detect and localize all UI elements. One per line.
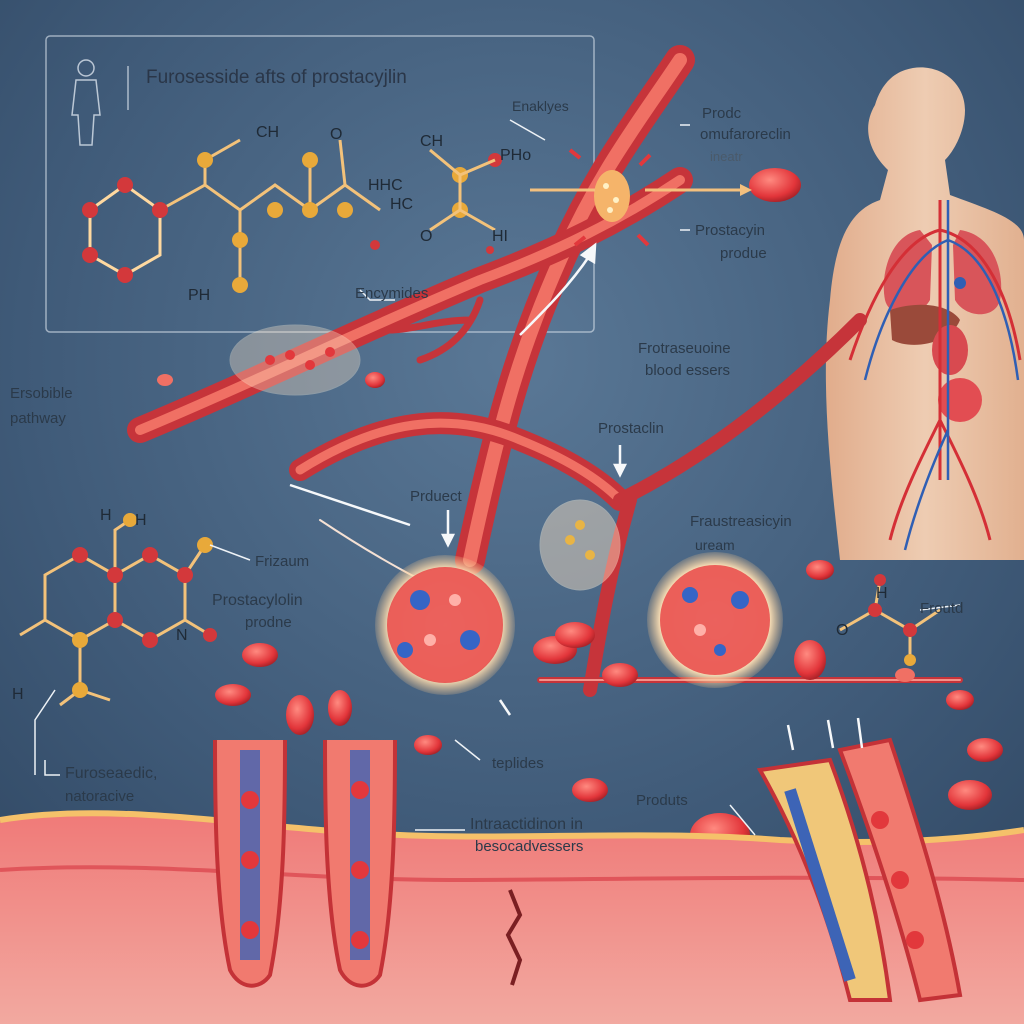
label-fraustreasicyin: Fraustreasicyin [690,513,792,530]
atom-label-o-mid: O [420,228,433,245]
diagram-title: Furosesside afts of prostacyjlin [146,67,407,88]
molecule-structure-mid [429,148,496,232]
annotation-lines [34,119,961,836]
label-uream: uream [695,537,735,553]
label-ineatr: ineatr [710,149,743,164]
label-prostaclin: Prostaclin [598,420,664,437]
enzyme-cluster [530,148,801,247]
atom-label-h2: H [135,512,147,529]
molecule-atoms-right [868,574,917,666]
atom-label-o: O [330,126,343,143]
label-frizaum: Frizaum [255,553,310,570]
atom-label-h-lower: H [12,686,24,703]
atom-label-hhc: HHC [368,177,403,194]
label-encymides: Encymides [355,285,429,302]
label-blood-essers: blood essers [645,362,731,379]
label-pathway: pathway [10,410,66,427]
capillary-tubes [213,737,963,1003]
atom-label-o-right: O [836,622,849,639]
label-prostacylolin: Prostacylolin [212,592,303,609]
atom-label-hc: HC [390,196,414,213]
atom-label-n: N [176,627,188,644]
atom-label-h-right: H [876,585,888,602]
label-enzymes-top: Enaklyes [512,98,569,114]
label-produc: Prodc [702,105,742,122]
label-prostacyin: Prostacyin [695,222,766,239]
atom-label-ph: PH [188,287,211,304]
cell-cluster-right [647,552,783,688]
label-froutd: Froutd [920,600,964,617]
atom-label-ch: CH [256,124,280,141]
label-frotraseuoine: Frotraseuoine [638,340,731,357]
label-prostacyin-produe: produe [720,245,767,262]
label-furoseaedic: Furoseaedic, [65,765,158,782]
label-interactidion: Intraactidinon in [470,816,583,833]
molecule-atoms-bottom [72,513,217,698]
label-ersobible: Ersobible [10,385,73,402]
label-prduect: Prduect [410,488,462,505]
atom-label-ch-mid: CH [420,133,444,150]
label-natoracive: natoracive [65,788,135,805]
human-body-figure [825,67,1024,560]
atom-label-hi: HI [492,228,508,245]
atom-label-h-upper: H [100,507,112,524]
label-prostacylolin-prodne: prodne [245,614,292,631]
label-produts: Produts [636,792,688,809]
cell-cluster-left [375,555,515,695]
label-besocadvessers: besocadvessers [475,838,584,855]
human-outline-icon [71,59,101,146]
label-teplides: teplides [492,755,544,772]
atom-label-pho: PHo [500,147,532,164]
label-omufaroreclin: omufaroreclin [700,126,791,143]
cell-cluster-small [229,324,621,591]
arrows [289,242,864,751]
